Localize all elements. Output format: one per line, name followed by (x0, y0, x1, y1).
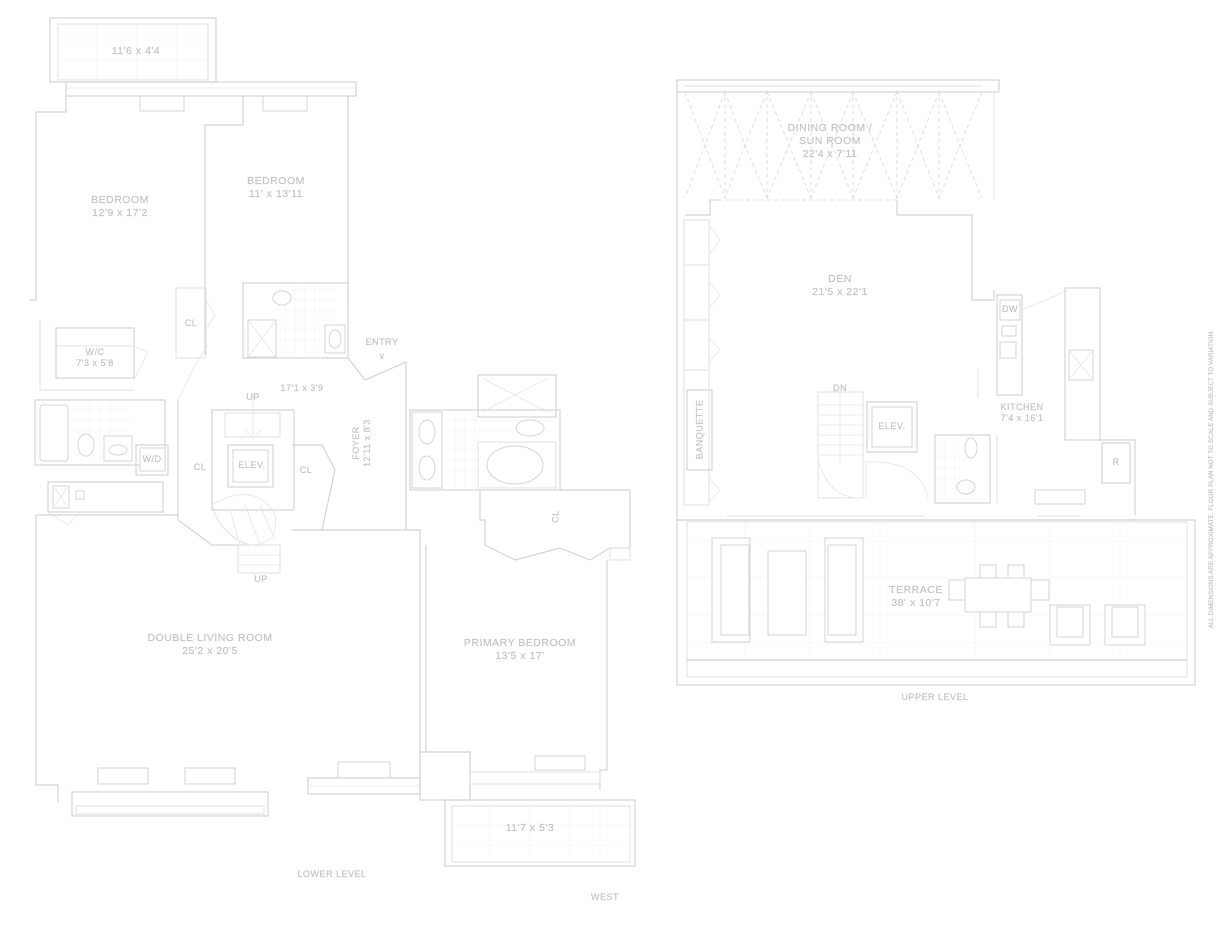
closet-label-primary: CL (550, 503, 562, 531)
room-name: TERRACE (889, 584, 943, 596)
room-name: PRIMARY BEDROOM (463, 637, 577, 649)
stair-up-label-bottom: UP (248, 574, 274, 585)
room-dims: 21'5 x 22'1 (812, 286, 868, 298)
room-name: KITCHEN (1000, 402, 1044, 412)
room-dims: 22'4 x 7'11 (802, 148, 858, 160)
room-dims: 11'7 x 5'3 (505, 822, 555, 834)
entry-label: ENTRY (360, 337, 404, 348)
dining-sun-room-label: DINING ROOM / SUN ROOM 22'4 x 7'11 (770, 122, 890, 161)
closet-label-foyer-left: CL (188, 462, 212, 473)
room-name: BANQUETTE (694, 399, 705, 460)
room-dims: 12'9 x 17'2 (92, 207, 148, 219)
room-name: W/C (85, 347, 105, 357)
north-balcony-label: 11'6 x 4'4 (96, 45, 176, 58)
living-room-label: DOUBLE LIVING ROOM 25'2 x 20'5 (120, 632, 300, 658)
disclaimer-text: ALL DIMENSIONS ARE APPROXIMATE. FLOOR PL… (1208, 279, 1216, 679)
elevator-label-upper: ELEV. (872, 421, 912, 432)
room-dims: 38' x 10'7 (891, 597, 941, 609)
closet-label-foyer-right: CL (292, 465, 320, 476)
disclaimer: ALL DIMENSIONS ARE APPROXIMATE. FLOOR PL… (1209, 329, 1215, 629)
entry-arrow-icon: ∨ (378, 351, 386, 361)
stair-label: UP (246, 392, 260, 402)
elevator-label-lower: ELEV. (232, 460, 272, 471)
hallway-label: 17'1 x 3'9 (262, 383, 342, 394)
room-dims: 13'5 x 17' (495, 650, 545, 662)
lower-level-walls (30, 17, 636, 867)
kitchen-label: KITCHEN 7'4 x 16'1 (990, 402, 1054, 424)
room-name: DOUBLE LIVING ROOM (147, 632, 273, 644)
room-name: CL (193, 462, 207, 472)
stair-up-label-top: UP (240, 392, 266, 403)
washer-dryer-label: W/D (138, 454, 166, 465)
room-name-line1: DINING ROOM / (787, 122, 873, 134)
upper-level-title: UPPER LEVEL (885, 692, 985, 703)
appliance-label: DW (1002, 304, 1018, 314)
level-title: UPPER LEVEL (901, 692, 969, 702)
room-name: CL (550, 510, 561, 523)
room-name: CL (299, 465, 313, 475)
terrace-label: TERRACE 38' x 10'7 (876, 584, 956, 610)
primary-bedroom-label: PRIMARY BEDROOM 13'5 x 17' (440, 637, 600, 663)
room-name: DEN (828, 273, 852, 285)
room-name: CL (184, 318, 198, 328)
stair-label: DN (833, 383, 847, 393)
den-label: DEN 21'5 x 22'1 (790, 273, 890, 299)
room-dims: 11'6 x 4'4 (111, 45, 161, 57)
dishwasher-label: DW (1000, 304, 1020, 315)
room-name: BEDROOM (247, 175, 305, 187)
stair-down-label: DN (825, 383, 855, 394)
stair-label: UP (254, 574, 268, 584)
room-name: W/D (142, 454, 162, 464)
wic-label: W/C 7'3 x 5'8 (56, 347, 134, 369)
bedroom-2-label: BEDROOM 11' x 13'11 (226, 175, 326, 201)
room-dims: 12'11 x 8'3 (362, 419, 372, 467)
south-balcony-label: 11'7 x 5'3 (490, 822, 570, 835)
room-name: ELEV. (878, 421, 906, 431)
banquette-label: BANQUETTE (694, 390, 706, 470)
closet-label-bedroom: CL (180, 318, 202, 329)
lower-level-title: LOWER LEVEL (282, 869, 382, 880)
refrigerator-label: R (1106, 457, 1126, 468)
upper-level-walls (676, 79, 1196, 686)
bedroom-1-label: BEDROOM 12'9 x 17'2 (70, 194, 170, 220)
room-dims: 17'1 x 3'9 (280, 383, 324, 393)
level-title: LOWER LEVEL (297, 869, 367, 879)
orientation-label: WEST (580, 892, 630, 903)
room-name: ELEV. (238, 460, 266, 470)
room-dims: 7'4 x 16'1 (1000, 413, 1044, 423)
room-name: BEDROOM (91, 194, 149, 206)
orientation: WEST (591, 892, 619, 902)
room-dims: 11' x 13'11 (248, 188, 304, 200)
room-dims: 7'3 x 5'8 (76, 358, 114, 368)
appliance-label: R (1112, 457, 1120, 467)
room-name-line2: SUN ROOM (799, 135, 861, 147)
room-name: ENTRY (365, 337, 399, 347)
room-name: FOYER (351, 426, 361, 460)
room-dims: 25'2 x 20'5 (182, 645, 238, 657)
foyer-label: FOYER 12'11 x 8'3 (351, 403, 373, 483)
